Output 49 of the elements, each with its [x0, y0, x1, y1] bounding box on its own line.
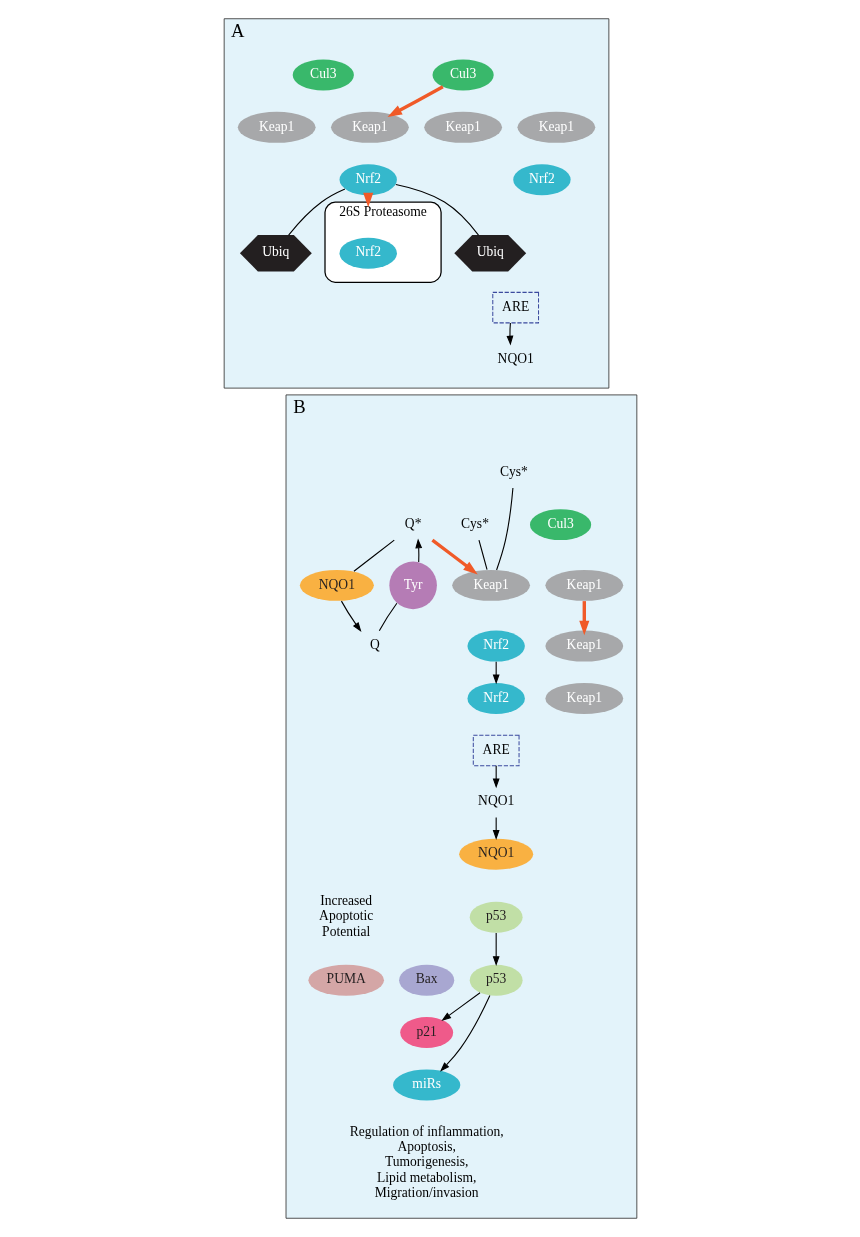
node-circle: Tyr: [388, 561, 437, 610]
connector: [495, 487, 513, 571]
node-text: Q*: [404, 515, 421, 531]
node-ellipse: Keap1: [544, 682, 623, 714]
connector: [287, 188, 345, 236]
node-ellipse: p53: [469, 964, 523, 996]
node-ellipse: Keap1: [544, 569, 623, 601]
connector: [352, 539, 395, 572]
label: Regulation of inflammation, Apoptosis, Tumorigenesis, Lipid metabolism, Migration/invasion: [349, 1123, 504, 1200]
node-ellipse: miRs: [392, 1069, 460, 1101]
node-box: ARE: [491, 291, 539, 324]
node-ellipse: NQO1: [299, 569, 374, 601]
connector: [378, 602, 397, 632]
node-ellipse: NQO1: [458, 838, 533, 870]
node-text: Cys*: [460, 515, 489, 531]
node-ellipse: Keap1: [423, 111, 502, 143]
arrow: [414, 538, 422, 563]
node-text: NQO1: [477, 793, 514, 809]
node-ellipse: Nrf2: [339, 237, 397, 269]
node-ellipse: Bax: [398, 964, 454, 996]
node-ellipse: Nrf2: [512, 164, 571, 196]
node-box: ARE: [472, 734, 520, 767]
node-ellipse: Keap1: [544, 630, 623, 662]
arrow: [506, 322, 513, 346]
node-ellipse: Cul3: [432, 59, 494, 91]
arrow: [430, 538, 478, 575]
node-ellipse: Nrf2: [466, 630, 525, 662]
node-ellipse: Keap1: [330, 111, 409, 143]
node-ellipse: p53: [469, 901, 523, 933]
node-ellipse: Cul3: [529, 509, 591, 541]
node-ellipse: Keap1: [451, 569, 530, 601]
node-ellipse: Keap1: [516, 111, 595, 143]
node-text: Cys*: [499, 463, 528, 479]
node-ellipse: Keap1: [237, 111, 316, 143]
arrow: [387, 85, 444, 117]
node-ellipse: Cul3: [292, 59, 354, 91]
node-ellipse: p21: [399, 1017, 453, 1049]
label: Increased Apoptotic Potential: [318, 893, 373, 939]
arrow: [439, 995, 490, 1072]
arrow: [578, 601, 589, 636]
node-text: Q: [369, 637, 380, 653]
connector: [477, 539, 488, 571]
arrow: [340, 600, 361, 632]
connector: [394, 183, 479, 236]
arrow: [440, 992, 481, 1021]
node-text: NQO1: [497, 350, 534, 366]
node-ellipse: Nrf2: [466, 682, 525, 714]
arrow: [492, 932, 500, 967]
node-ellipse: PUMA: [307, 964, 384, 996]
